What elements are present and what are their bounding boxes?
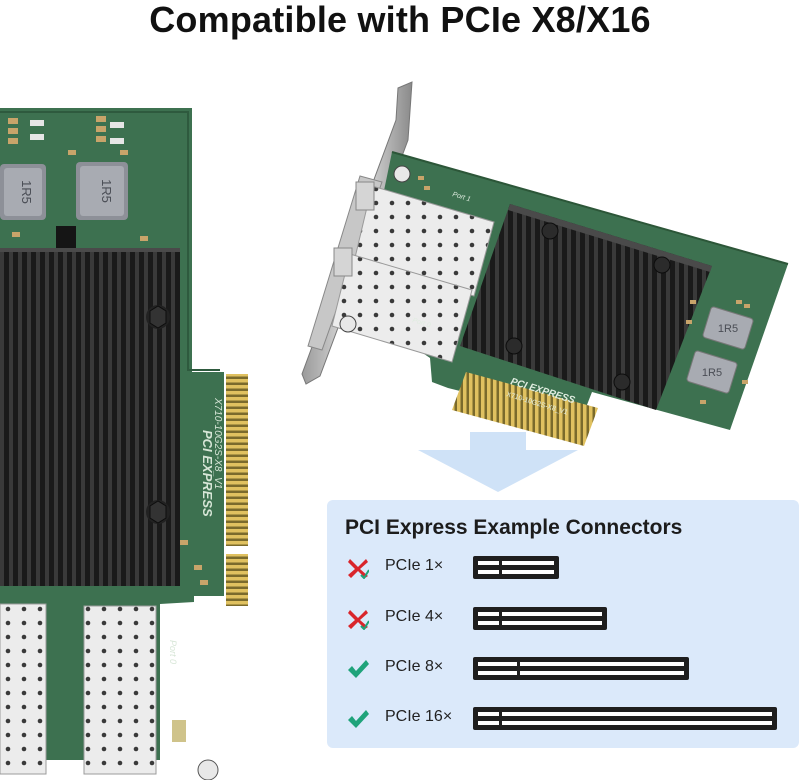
sfp-cage (331, 253, 473, 363)
mounting-hole (197, 759, 219, 780)
svg-text:X710-10G2S-X8_V1: X710-10G2S-X8_V1 (212, 397, 223, 489)
svg-text:1R5: 1R5 (718, 323, 738, 335)
smd-components (8, 116, 208, 585)
green-check-icon (348, 710, 369, 728)
connector-label: PCIe 16× (385, 708, 453, 725)
inductor (702, 306, 754, 350)
pcie-x1-slot-icon (473, 556, 559, 579)
panel-heading: PCI Express Example Connectors (345, 516, 683, 539)
left-card-closeup: 1R5 1R5 PCI EXPRESS X710-10G2S-X8_V1 Por… (0, 108, 248, 780)
pcie-x4-slot-icon (473, 607, 607, 630)
pcie-x8-slot-icon (473, 657, 689, 680)
pcie-x16-slot-icon (473, 707, 777, 730)
connector-row-x8: PCIe 8× (327, 654, 799, 684)
mounting-hole (339, 315, 357, 333)
gold-contacts (226, 374, 248, 546)
right-card-angled: 1R5 1R5 PCI EXPRESS X710-10G2S-X8_V1 Por… (301, 81, 789, 446)
connector-label: PCIe 8× (385, 658, 444, 675)
heatsink (460, 204, 712, 410)
connector-label: PCIe 4× (385, 608, 444, 625)
heatsink (0, 248, 180, 586)
gold-contacts (452, 372, 598, 446)
connector-row-x1: PCIe 1× (327, 553, 799, 583)
red-x-icon (348, 610, 369, 630)
sfp-cage (0, 603, 47, 775)
green-check-icon (348, 660, 369, 678)
red-x-icon (348, 559, 369, 579)
svg-text:1R5: 1R5 (702, 367, 722, 379)
svg-text:PCI EXPRESS: PCI EXPRESS (200, 430, 215, 517)
mounting-hole (393, 165, 411, 183)
connector-panel: PCI Express Example Connectors PCIe 1× P… (327, 500, 799, 748)
heatsink-screw (505, 222, 671, 391)
svg-text:Port 0: Port 0 (168, 640, 178, 664)
svg-text:1R5: 1R5 (19, 180, 34, 204)
page-title: Compatible with PCIe X8/X16 (149, 0, 651, 40)
connector-row-x16: PCIe 16× (327, 704, 799, 734)
heatsink-screw (146, 500, 170, 524)
inductor (686, 350, 738, 394)
down-arrow-icon (418, 432, 578, 492)
connector-row-x4: PCIe 4× (327, 604, 799, 634)
sfp-cage (83, 605, 157, 775)
svg-text:1R5: 1R5 (99, 179, 114, 203)
connector-label: PCIe 1× (385, 557, 444, 574)
heatsink-screw (146, 305, 170, 329)
